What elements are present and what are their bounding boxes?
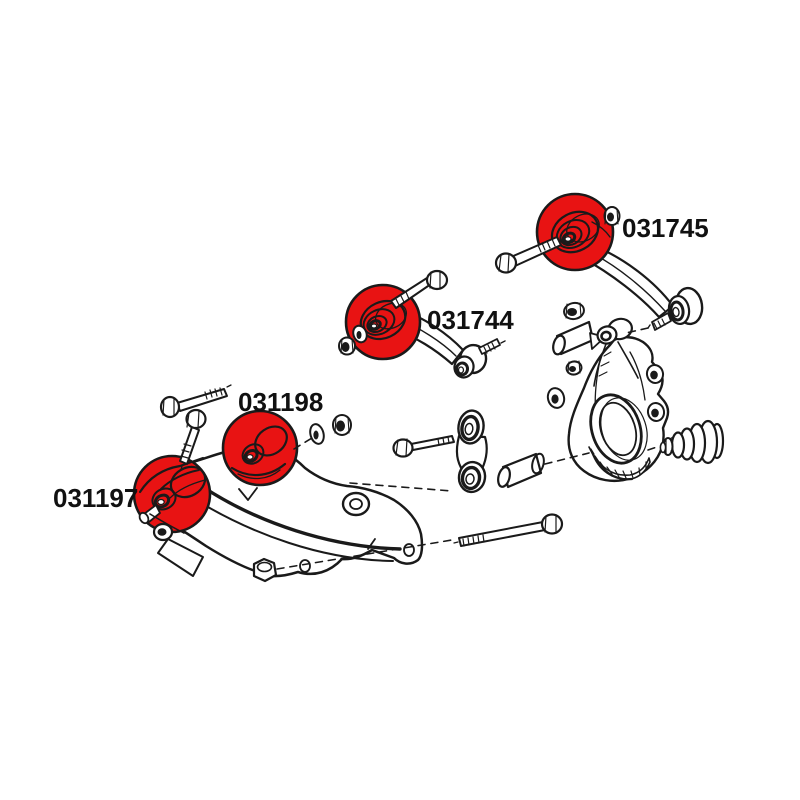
bushing-031197 xyxy=(138,465,207,525)
washer-031744 xyxy=(352,324,368,344)
nut-knuckle-top xyxy=(563,301,585,321)
upper-arm-031744-end-bushing xyxy=(453,343,488,379)
bolt-031744 xyxy=(390,269,449,309)
bolt-lower-arm-front xyxy=(159,384,232,419)
overlay-details xyxy=(138,206,661,583)
upper-arm-031745-rear-bushing xyxy=(667,286,704,326)
upper-arm-031745-stud xyxy=(647,312,672,331)
washer-031198 xyxy=(309,423,325,445)
bolt-031745 xyxy=(494,236,565,274)
knuckle-top-eye xyxy=(596,317,633,345)
nut-lower-arm xyxy=(252,557,278,583)
nut-knuckle-small xyxy=(565,360,583,376)
arm-edge-over-red xyxy=(138,456,205,494)
bolt-lower-arm-rear xyxy=(179,408,207,471)
dash-bushing-to-washer xyxy=(293,437,313,450)
nut-031745-edge xyxy=(603,206,621,226)
part-label-031745: 031745 xyxy=(622,213,709,243)
base-line-art xyxy=(141,242,725,578)
bolt-link xyxy=(392,435,455,458)
connecting-link xyxy=(455,409,488,494)
assembly-dashed-lines xyxy=(276,445,661,570)
dash-stud-to-knuckle xyxy=(625,327,649,334)
part-labels: 031745 031744 031198 031197 xyxy=(53,213,709,513)
arm-left-bracket xyxy=(152,522,204,577)
wheel-knuckle xyxy=(546,317,670,482)
lower-trailing-arm xyxy=(141,443,424,578)
nut-031198 xyxy=(332,414,352,436)
cv-joint-boot xyxy=(659,419,725,465)
bushing-highlight-031745 xyxy=(535,192,615,272)
part-label-031744: 031744 xyxy=(427,305,514,335)
part-label-031197: 031197 xyxy=(53,483,138,513)
long-bolt xyxy=(453,513,564,547)
bushing-031198 xyxy=(230,425,288,480)
part-label-031198: 031198 xyxy=(238,387,323,417)
pivot-pin xyxy=(497,452,545,489)
knuckle-top-sleeve xyxy=(552,320,606,356)
nut-031744 xyxy=(338,336,356,356)
upper-arm-031744-stud xyxy=(478,338,506,355)
